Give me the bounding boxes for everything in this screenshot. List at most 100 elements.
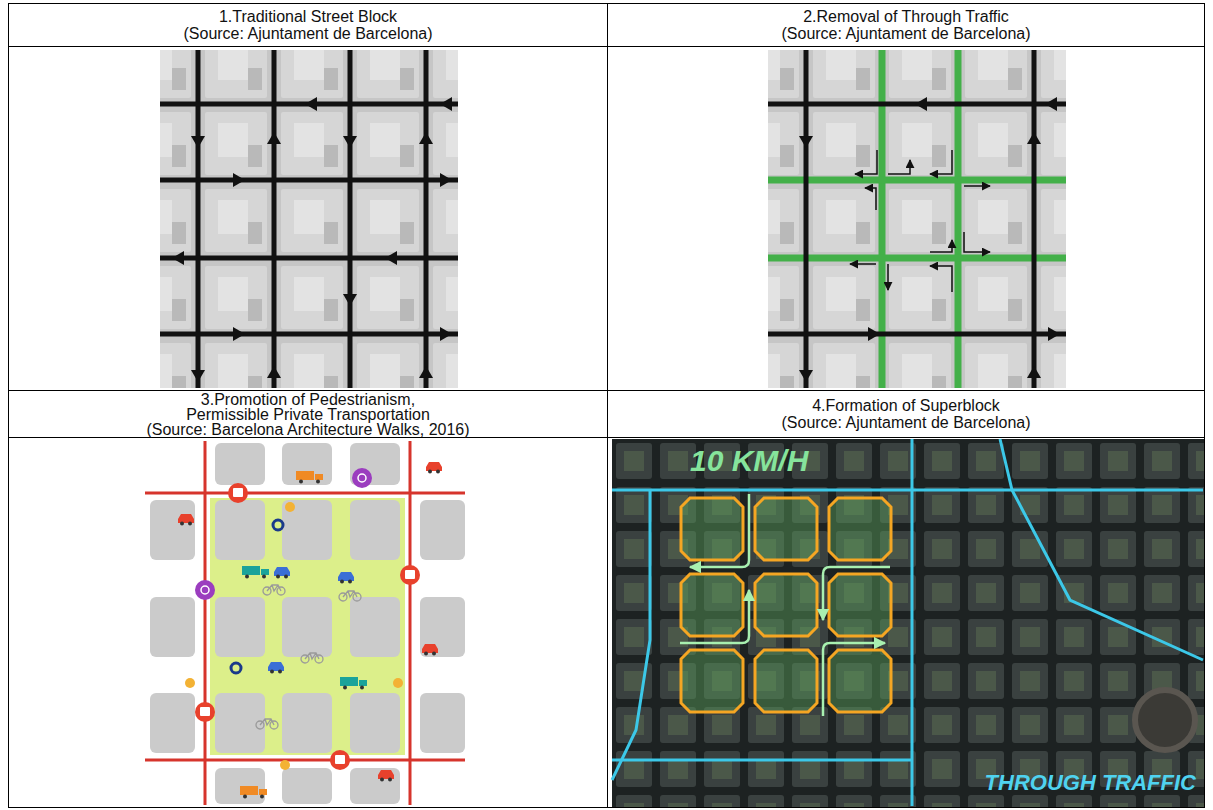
- street-grid-map: [191, 136, 205, 148]
- street-grid-map: [160, 50, 458, 388]
- superblock-traffic-map: [799, 97, 1060, 382]
- superblock-traffic-map: [1027, 132, 1041, 144]
- mobility-scheme: [422, 644, 438, 656]
- street-grid-map: [233, 173, 245, 187]
- mobility-scheme: [215, 597, 265, 657]
- mobility-scheme: [409, 441, 412, 805]
- superblock-satellite-map: [612, 759, 912, 762]
- superblock-traffic-map: [850, 263, 876, 265]
- mobility-scheme: [150, 443, 465, 804]
- mobility-scheme: [240, 786, 267, 799]
- mobility-scheme: [195, 580, 215, 600]
- mobility-scheme: [150, 693, 195, 753]
- mobility-scheme: [296, 471, 323, 484]
- mobility-scheme: [185, 468, 420, 770]
- mobility-scheme: [338, 572, 354, 584]
- header-cell: 4.Formation of Superblock(Source: Ajunta…: [608, 391, 1204, 437]
- superblock-traffic-map: [868, 327, 880, 341]
- superblock-traffic-map: [930, 266, 952, 292]
- table-grid: [9, 437, 1205, 438]
- mobility-scheme: [274, 567, 290, 579]
- superblock-satellite-map: [681, 498, 743, 560]
- street-grid-map: [267, 366, 281, 378]
- mobility-scheme: [282, 768, 332, 804]
- mobility-scheme: [393, 678, 403, 688]
- mobility-scheme: [350, 500, 400, 560]
- mobility-scheme: [178, 514, 194, 526]
- superblock-satellite-map: [681, 650, 743, 712]
- street-grid-map: [424, 50, 429, 388]
- superblock-traffic-map: [768, 50, 1066, 388]
- mobility-scheme: [145, 441, 465, 805]
- mobility-scheme: [335, 755, 345, 764]
- header-cell: 2.Removal of Through Traffic(Source: Aju…: [608, 4, 1204, 46]
- superblock-traffic-map: [768, 255, 1066, 262]
- superblock-traffic-map: [850, 150, 990, 292]
- header-cell: 3.Promotion of Pedestrianism, Permissibl…: [9, 391, 607, 438]
- mobility-scheme: [150, 500, 195, 560]
- superblock-traffic-map: [865, 188, 876, 210]
- superblock-satellite-map: [823, 567, 890, 620]
- street-grid-map: [343, 294, 357, 306]
- street-grid-map: [160, 332, 458, 337]
- mobility-scheme: [282, 443, 332, 485]
- mobility-scheme: [350, 768, 400, 804]
- table-grid: [9, 46, 1205, 47]
- superblock-traffic-map: [930, 240, 952, 252]
- superblock-traffic-map: [855, 150, 877, 174]
- map-label: 10 KM/H: [690, 444, 808, 478]
- superblock-satellite-map: [755, 574, 817, 636]
- superblock-traffic-map: [1045, 97, 1057, 111]
- superblock-satellite-map: [755, 498, 817, 560]
- mobility-scheme: [263, 585, 285, 595]
- superblock-traffic-map: [1048, 327, 1060, 341]
- street-grid-map: [440, 97, 452, 111]
- mobility-scheme: [350, 443, 400, 485]
- street-grid-map: [385, 251, 397, 265]
- cell-content: 2.Removal of Through Traffic(Source: Aju…: [781, 8, 1030, 42]
- mobility-scheme: [352, 468, 372, 488]
- mobility-scheme: [268, 662, 284, 674]
- superblock-traffic-map: [768, 50, 1066, 388]
- street-grid-map: [191, 370, 205, 382]
- source-note: (Source: Ajuntament de Barcelona): [781, 414, 1030, 431]
- mobility-scheme: [420, 597, 465, 657]
- mobility-scheme: [282, 597, 332, 657]
- superblock-traffic-map: [879, 50, 886, 388]
- superblock-satellite-map: [612, 439, 1204, 807]
- mobility-scheme: [215, 500, 265, 560]
- table-grid: [607, 4, 608, 808]
- street-grid-map: [233, 327, 245, 341]
- mobility-scheme: [350, 693, 400, 753]
- mobility-scheme: [215, 443, 265, 485]
- mobility-scheme: [195, 702, 215, 722]
- superblock-satellite-map: [680, 590, 749, 643]
- mobility-scheme: [426, 462, 442, 474]
- superblock-satellite-map: [829, 574, 891, 636]
- superblock-satellite-map: [823, 643, 885, 716]
- mobility-scheme: [340, 677, 367, 690]
- street-grid-map: [160, 178, 458, 183]
- street-grid-map: [267, 132, 281, 144]
- street-grid-map: [172, 97, 452, 382]
- street-grid-map: [419, 366, 433, 378]
- superblock-satellite-map: [680, 494, 890, 716]
- superblock-traffic-map: [1027, 366, 1041, 378]
- mobility-scheme: [231, 663, 241, 673]
- superblock-traffic-map: [887, 264, 889, 290]
- mobility-scheme: [185, 678, 195, 688]
- mobility-scheme: [400, 565, 420, 585]
- superblock-satellite-map: [1000, 439, 1203, 660]
- superblock-traffic-map: [964, 232, 990, 252]
- source-note: (Source: Barcelona Architecture Walks, 2…: [146, 422, 469, 437]
- superblock-satellite-map: [612, 439, 1204, 807]
- mobility-scheme: [204, 441, 207, 805]
- superblock-satellite-map: [755, 650, 817, 712]
- superblock-satellite-map: [681, 498, 891, 712]
- superblock-satellite-map: [681, 574, 743, 636]
- mobility-scheme: [256, 719, 278, 729]
- header-cell: 1.Traditional Street Block(Source: Ajunt…: [9, 4, 607, 46]
- superblock-traffic-map: [799, 136, 813, 148]
